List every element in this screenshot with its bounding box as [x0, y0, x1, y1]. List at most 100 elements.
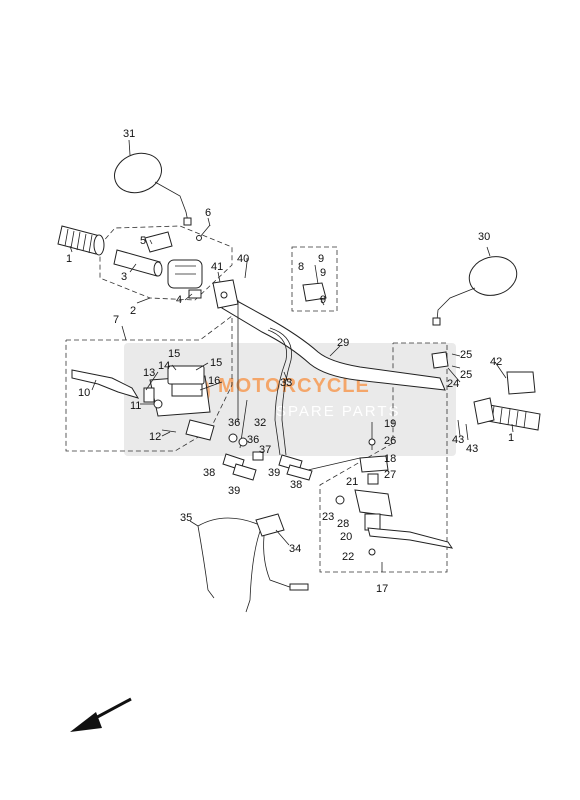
mirror-right-stem	[436, 287, 476, 321]
cable-35-main	[197, 517, 263, 613]
screw-25b	[451, 365, 461, 369]
switch-left	[144, 224, 211, 289]
group-box-switch-left	[99, 225, 233, 301]
callout-34: 34	[289, 543, 301, 555]
mirror-right-head	[468, 256, 518, 296]
cable-34	[263, 535, 299, 591]
clamp	[302, 264, 327, 306]
throttle-cables	[197, 513, 309, 613]
callout-13: 13	[143, 367, 155, 379]
cable-35-branch	[197, 525, 215, 599]
callout-43a: 43	[452, 434, 464, 446]
callout-25a: 25	[460, 349, 472, 361]
callout-12: 12	[149, 431, 161, 443]
callout-22: 22	[342, 551, 354, 563]
mirror-left-head	[114, 152, 162, 194]
callout-18: 18	[384, 453, 396, 465]
holder-18	[359, 455, 389, 473]
callout-17: 17	[376, 583, 388, 595]
bolt-12	[161, 429, 177, 433]
callouts: 31 6 5 1 3 4 2 40 41 9 8 9 9 7 30 29 15 …	[66, 128, 514, 595]
part-39b	[286, 464, 313, 481]
callout-31: 31	[123, 128, 135, 140]
grip-left-ribs	[64, 228, 93, 254]
callout-4: 4	[176, 294, 182, 306]
bolt-9b	[319, 297, 325, 306]
handlebar-tube	[221, 295, 446, 391]
grip-right	[431, 351, 541, 441]
grip-left	[57, 225, 163, 277]
watermark-line2: SPARE PARTS	[276, 403, 401, 420]
screw-11	[153, 399, 163, 409]
callout-38b: 38	[290, 479, 302, 491]
bolt-9a	[314, 264, 319, 285]
callout-2: 2	[130, 305, 136, 317]
throttle-housing	[473, 397, 495, 425]
callout-39a: 39	[228, 485, 240, 497]
switch-buttons	[175, 265, 196, 275]
screw-43b	[465, 423, 469, 441]
callout-25b: 25	[460, 369, 472, 381]
fittings	[222, 300, 313, 481]
brake-lever-10	[71, 369, 140, 399]
cable-clamp-34	[255, 513, 285, 537]
holder	[188, 261, 248, 309]
mirror-right	[432, 256, 518, 326]
callout-36b: 36	[247, 434, 259, 446]
callout-9-bot: 9	[320, 294, 326, 306]
screw-25a	[451, 353, 461, 357]
callout-33: 33	[280, 377, 292, 389]
callout-21: 21	[346, 476, 358, 488]
callout-27: 27	[384, 469, 396, 481]
handlebar	[221, 295, 446, 391]
cable-33-b	[269, 327, 292, 456]
mirror-left-stem	[154, 181, 189, 223]
callout-11: 11	[130, 400, 141, 412]
group-box-clamp	[291, 246, 338, 312]
leader-lines	[69, 139, 514, 572]
part-4	[188, 289, 202, 299]
callout-14: 14	[158, 360, 170, 372]
clamp-24	[431, 351, 449, 369]
cable-33	[267, 329, 287, 456]
clamp-8	[302, 282, 327, 302]
cable-34-end	[289, 583, 309, 591]
screw-43a	[457, 419, 461, 437]
callout-29: 29	[337, 337, 349, 349]
screw-40	[244, 261, 248, 279]
holder-13	[143, 387, 155, 403]
screw-6	[199, 224, 211, 238]
callout-24: 24	[447, 378, 459, 390]
callout-39b: 39	[268, 467, 280, 479]
callout-9-top: 9	[318, 253, 324, 265]
callout-6: 6	[205, 207, 211, 219]
callout-20: 20	[340, 531, 352, 543]
callout-26: 26	[384, 435, 396, 447]
callout-8: 8	[298, 261, 304, 273]
callout-7: 7	[113, 314, 119, 326]
lever-20	[367, 527, 454, 549]
callout-10: 10	[78, 387, 90, 399]
switch-right-42	[506, 371, 536, 395]
callout-28: 28	[337, 518, 349, 530]
group-boxes	[65, 225, 448, 573]
lever-right	[335, 422, 454, 556]
callout-43b: 43	[466, 443, 478, 455]
callout-15b: 15	[210, 357, 222, 369]
callout-15a: 15	[168, 348, 180, 360]
switch-cover	[144, 231, 173, 253]
nut-22	[368, 548, 376, 556]
watermark-line1: MOTORCYCLE	[218, 375, 370, 397]
callout-38a: 38	[203, 467, 215, 479]
callout-19: 19	[384, 418, 396, 430]
callout-37: 37	[259, 444, 271, 456]
front-arrow-icon	[70, 697, 132, 732]
callout-5: 5	[140, 235, 146, 247]
callout-36a: 36	[228, 417, 240, 429]
callout-1-right: 1	[508, 432, 514, 444]
callout-30: 30	[478, 231, 490, 243]
group-box-lever-right	[319, 342, 448, 573]
grip-inner-end	[153, 261, 163, 277]
group-box-master-cylinder	[65, 315, 233, 452]
